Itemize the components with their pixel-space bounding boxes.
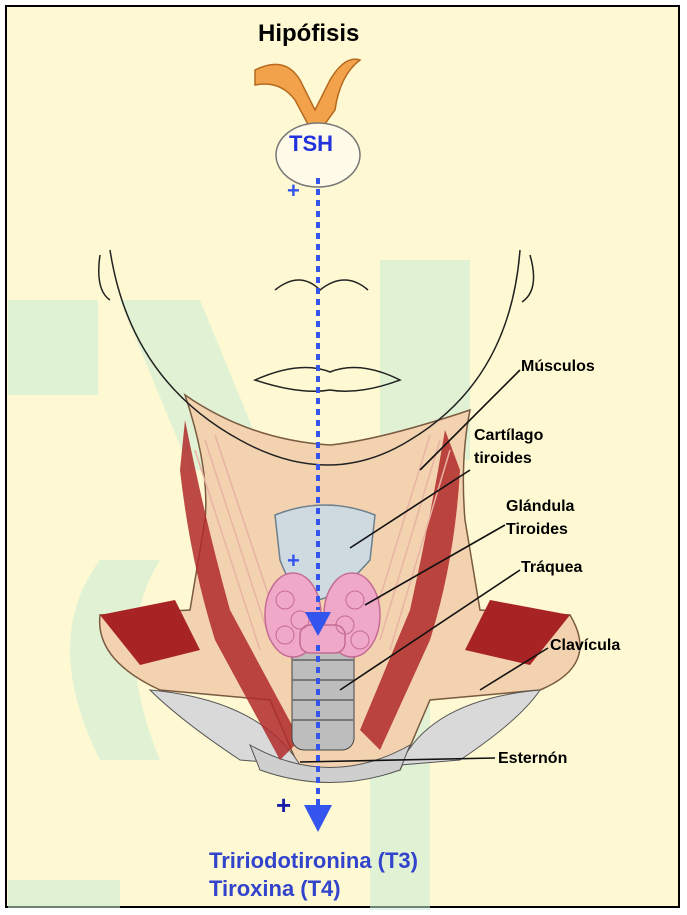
label-glandula-line2: Tiroides xyxy=(506,519,568,541)
label-musculos: Músculos xyxy=(521,356,595,378)
plus-sign-thyroid: + xyxy=(287,548,300,574)
trachea-shape xyxy=(292,640,354,750)
plus-sign-output: + xyxy=(276,790,291,821)
diagram-title-hipofisis: Hipófisis xyxy=(258,20,359,48)
label-glandula-line1: Glándula xyxy=(506,496,574,518)
tsh-label: TSH xyxy=(289,131,333,157)
output-t4: Tiroxina (T4) xyxy=(209,876,341,902)
label-esternon: Esternón xyxy=(498,748,567,770)
label-traquea: Tráquea xyxy=(521,557,582,579)
label-cartilago-line2: tiroides xyxy=(474,448,532,470)
output-t3: Tririodotironina (T3) xyxy=(209,848,418,874)
label-clavicula: Clavícula xyxy=(550,635,620,657)
label-cartilago-line1: Cartílago xyxy=(474,425,543,447)
pituitary-gland-shape xyxy=(255,59,360,187)
plus-sign-pituitary: + xyxy=(287,178,300,204)
